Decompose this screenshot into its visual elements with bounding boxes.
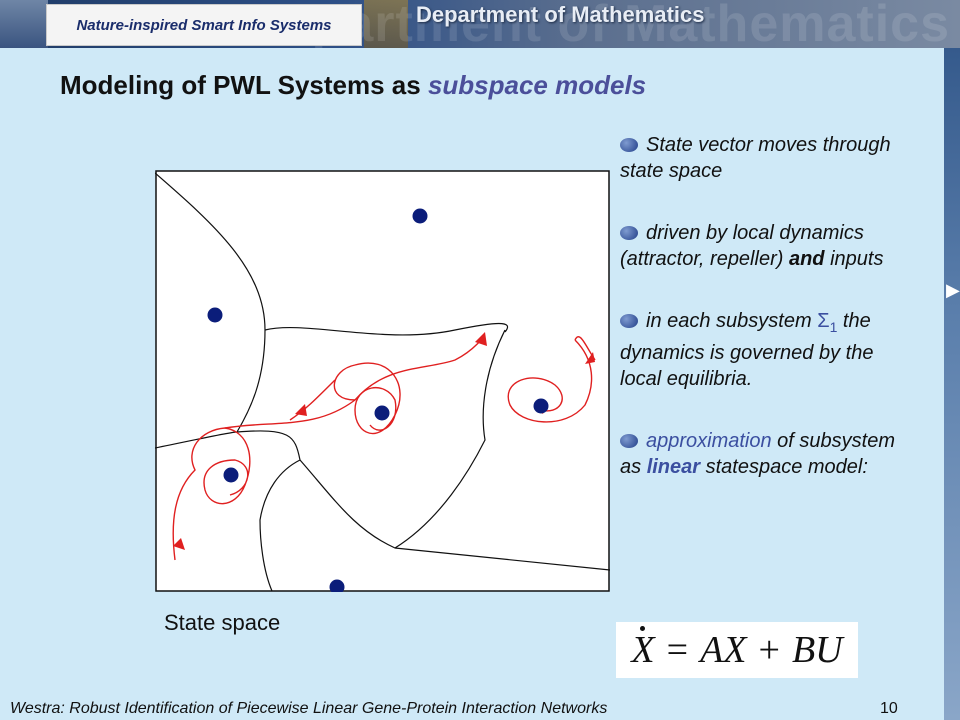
equilibrium-point	[533, 398, 549, 414]
bullet-icon	[620, 314, 638, 328]
bullet-2: driven by local dynamics (attractor, rep…	[620, 220, 920, 272]
equilibrium-point	[223, 467, 239, 483]
bullet-4: approximation of subsystem as linear sta…	[620, 428, 920, 480]
trajectory-main	[224, 334, 486, 429]
equilibrium-point	[374, 405, 390, 421]
title-accent: subspace models	[427, 70, 647, 100]
formula-term-ax: AX	[700, 629, 747, 671]
logo: Nature-inspired Smart Info Systems	[46, 4, 362, 46]
sigma-subscript: 1	[829, 319, 838, 335]
formula-term-bu: BU	[791, 629, 843, 671]
bullet-1: State vector moves through state space	[620, 132, 920, 184]
formula-plus: +	[758, 629, 780, 671]
bullet-2-text-end: inputs	[824, 248, 884, 270]
bullet-4-text-end: statespace model:	[700, 456, 868, 478]
boundary-2	[264, 322, 508, 336]
partition-boundaries	[155, 172, 610, 592]
arrowhead-4	[585, 352, 595, 364]
formula-lhs: X	[631, 626, 655, 671]
trajectory-right	[507, 339, 593, 423]
bullet-3-text: in each subsystem	[646, 310, 818, 332]
boundary-4	[155, 430, 301, 592]
arrowhead-1	[173, 538, 185, 550]
equilibrium-point	[329, 579, 345, 592]
bullet-3: in each subsystem Σ1 the dynamics is gov…	[620, 308, 920, 392]
trajectories	[172, 334, 596, 561]
bullet-icon	[620, 434, 638, 448]
header-gold-strip	[364, 0, 408, 48]
boundary-3	[394, 329, 506, 549]
equilibrium-point	[207, 307, 223, 323]
bullet-1-text: State vector moves through state space	[620, 134, 891, 182]
footer-text: Westra: Robust Identification of Piecewi…	[10, 700, 608, 717]
bullet-2-bold: and	[788, 248, 825, 270]
trajectory-left	[172, 427, 251, 561]
bullet-icon	[620, 138, 638, 152]
title-main: Modeling of PWL Systems as	[60, 70, 428, 100]
equilibria	[207, 208, 549, 592]
right-side-bar	[944, 48, 960, 720]
bullet-4-text: of subsystem as	[620, 430, 896, 478]
header-left-graphic	[0, 0, 48, 48]
triangle-right-icon[interactable]: ▶	[946, 280, 960, 301]
page-number: 10	[880, 700, 898, 717]
bullet-list: State vector moves through state space d…	[620, 132, 920, 502]
formula-equals: =	[666, 629, 689, 671]
trajectory-center	[333, 362, 401, 435]
bullet-4-bold-accent: linear	[646, 456, 701, 478]
equilibrium-point	[412, 208, 428, 224]
arrowhead-3	[475, 332, 487, 346]
slide-title: Modeling of PWL Systems as subspace mode…	[60, 70, 646, 101]
diagram-frame	[155, 170, 610, 592]
diagram-caption: State space	[164, 610, 281, 635]
department-title: Department of Mathematics	[416, 2, 705, 27]
arrowhead-2	[295, 404, 307, 416]
trajectory-upper	[289, 379, 336, 421]
boundary-5	[299, 459, 610, 571]
sigma-symbol: Σ	[817, 310, 830, 332]
state-space-formula: X = AX + BU	[616, 622, 858, 678]
bullet-2-text: driven by local dynamics (attractor, rep…	[620, 222, 864, 270]
state-space-diagram	[155, 170, 610, 592]
boundary-1	[155, 172, 266, 433]
bullet-4-accent: approximation	[646, 430, 772, 452]
bullet-3-text-end: the dynamics is governed by the local eq…	[620, 310, 874, 390]
bullet-icon	[620, 226, 638, 240]
